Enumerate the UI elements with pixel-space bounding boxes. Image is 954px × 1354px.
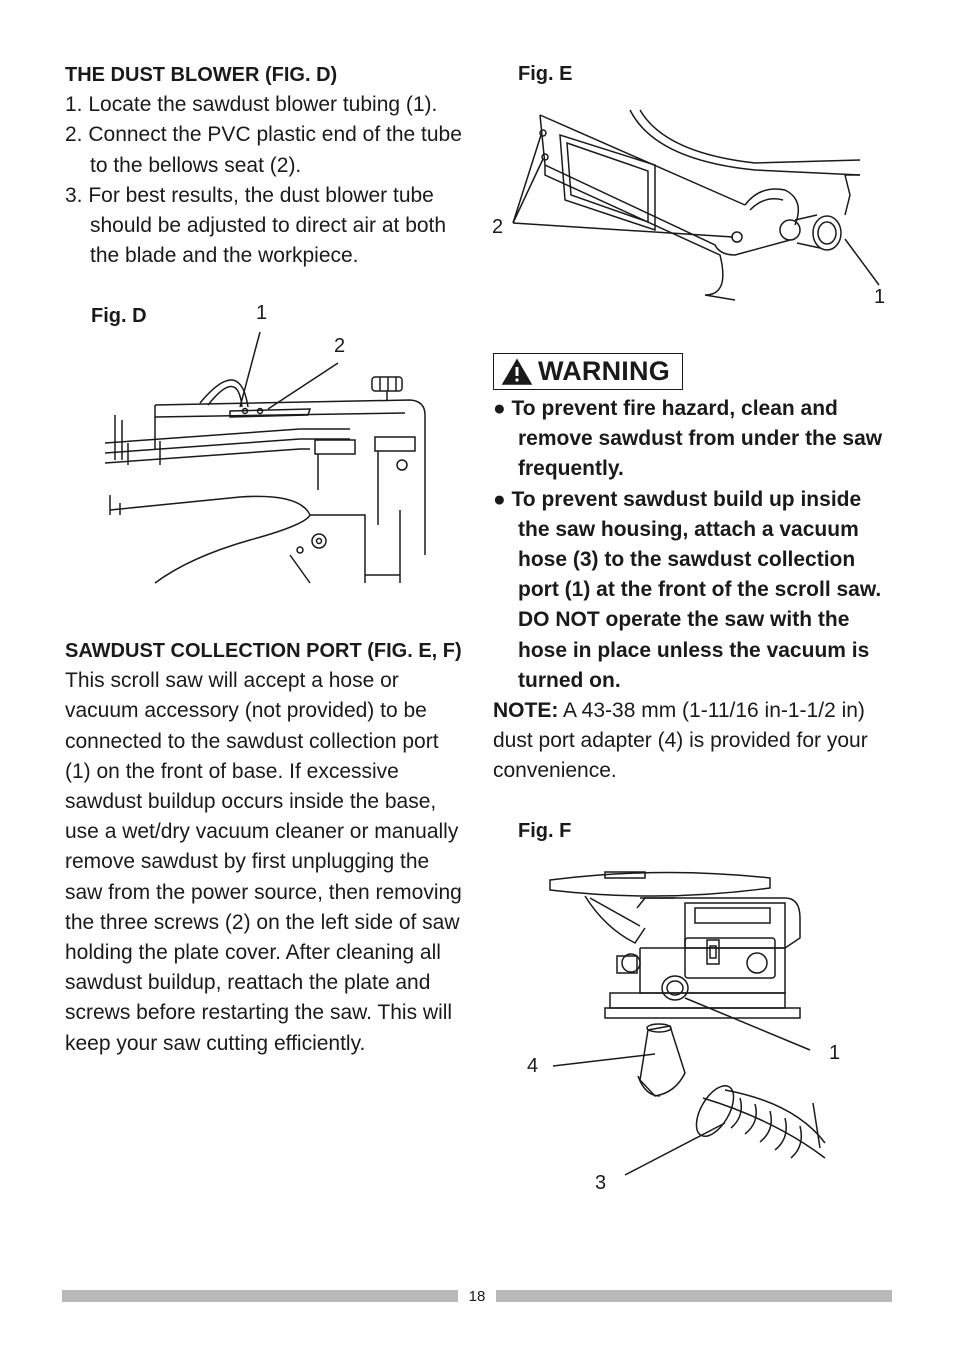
- note-paragraph: NOTE: A 43-38 mm (1-11/16 in-1-1/2 in) d…: [493, 696, 898, 787]
- dust-blower-steps: 1. Locate the sawdust blower tubing (1).…: [65, 90, 465, 271]
- step-2: 2. Connect the PVC plastic end of the tu…: [65, 123, 462, 177]
- page-number: 18: [468, 1288, 486, 1305]
- fig-d-illustration: [104, 331, 426, 584]
- step-1: 1. Locate the sawdust blower tubing (1).: [65, 93, 438, 117]
- fig-d-label: Fig. D: [91, 305, 147, 327]
- fig-e-illustration: [512, 109, 880, 301]
- fig-d-callout-2: 2: [334, 335, 346, 357]
- fig-f-callout-1: 1: [829, 1042, 841, 1064]
- footer-bar-left: [62, 1290, 458, 1302]
- fig-e-callout-1: 1: [874, 286, 886, 308]
- warning-bullet-1: ● To prevent fire hazard, clean and remo…: [493, 397, 883, 481]
- collection-port-body: This scroll saw will accept a hose or va…: [65, 669, 462, 1055]
- warning-triangle-icon: [501, 358, 533, 385]
- dust-blower-heading: THE DUST BLOWER (FIG. D): [65, 64, 338, 86]
- left-column: THE DUST BLOWER (FIG. D) 1. Locate the s…: [65, 60, 465, 271]
- fig-f-illustration: [549, 871, 826, 1176]
- note-text: A 43-38 mm (1-11/16 in-1-1/2 in) dust po…: [493, 699, 868, 783]
- fig-e-callout-2: 2: [492, 216, 504, 238]
- step-3: 3. For best results, the dust blower tub…: [65, 183, 447, 268]
- collection-port-heading: SAWDUST COLLECTION PORT (FIG. E, F): [65, 640, 462, 662]
- warning-section: ● To prevent fire hazard, clean and remo…: [493, 394, 898, 787]
- fig-e-label: Fig. E: [518, 63, 573, 85]
- fig-f-callout-4: 4: [527, 1055, 539, 1077]
- collection-port-section: SAWDUST COLLECTION PORT (FIG. E, F) This…: [65, 636, 465, 1059]
- fig-d-callout-1: 1: [256, 302, 268, 324]
- fig-f-callout-3: 3: [595, 1172, 607, 1194]
- warning-title: WARNING: [538, 356, 670, 386]
- fig-f-label: Fig. F: [518, 820, 572, 842]
- note-label: NOTE:: [493, 699, 559, 723]
- footer-bar-right: [496, 1290, 892, 1302]
- warning-bullet-2: ● To prevent sawdust build up inside the…: [493, 487, 882, 692]
- warning-list: ● To prevent fire hazard, clean and remo…: [493, 394, 898, 696]
- warning-box: WARNING: [493, 353, 683, 390]
